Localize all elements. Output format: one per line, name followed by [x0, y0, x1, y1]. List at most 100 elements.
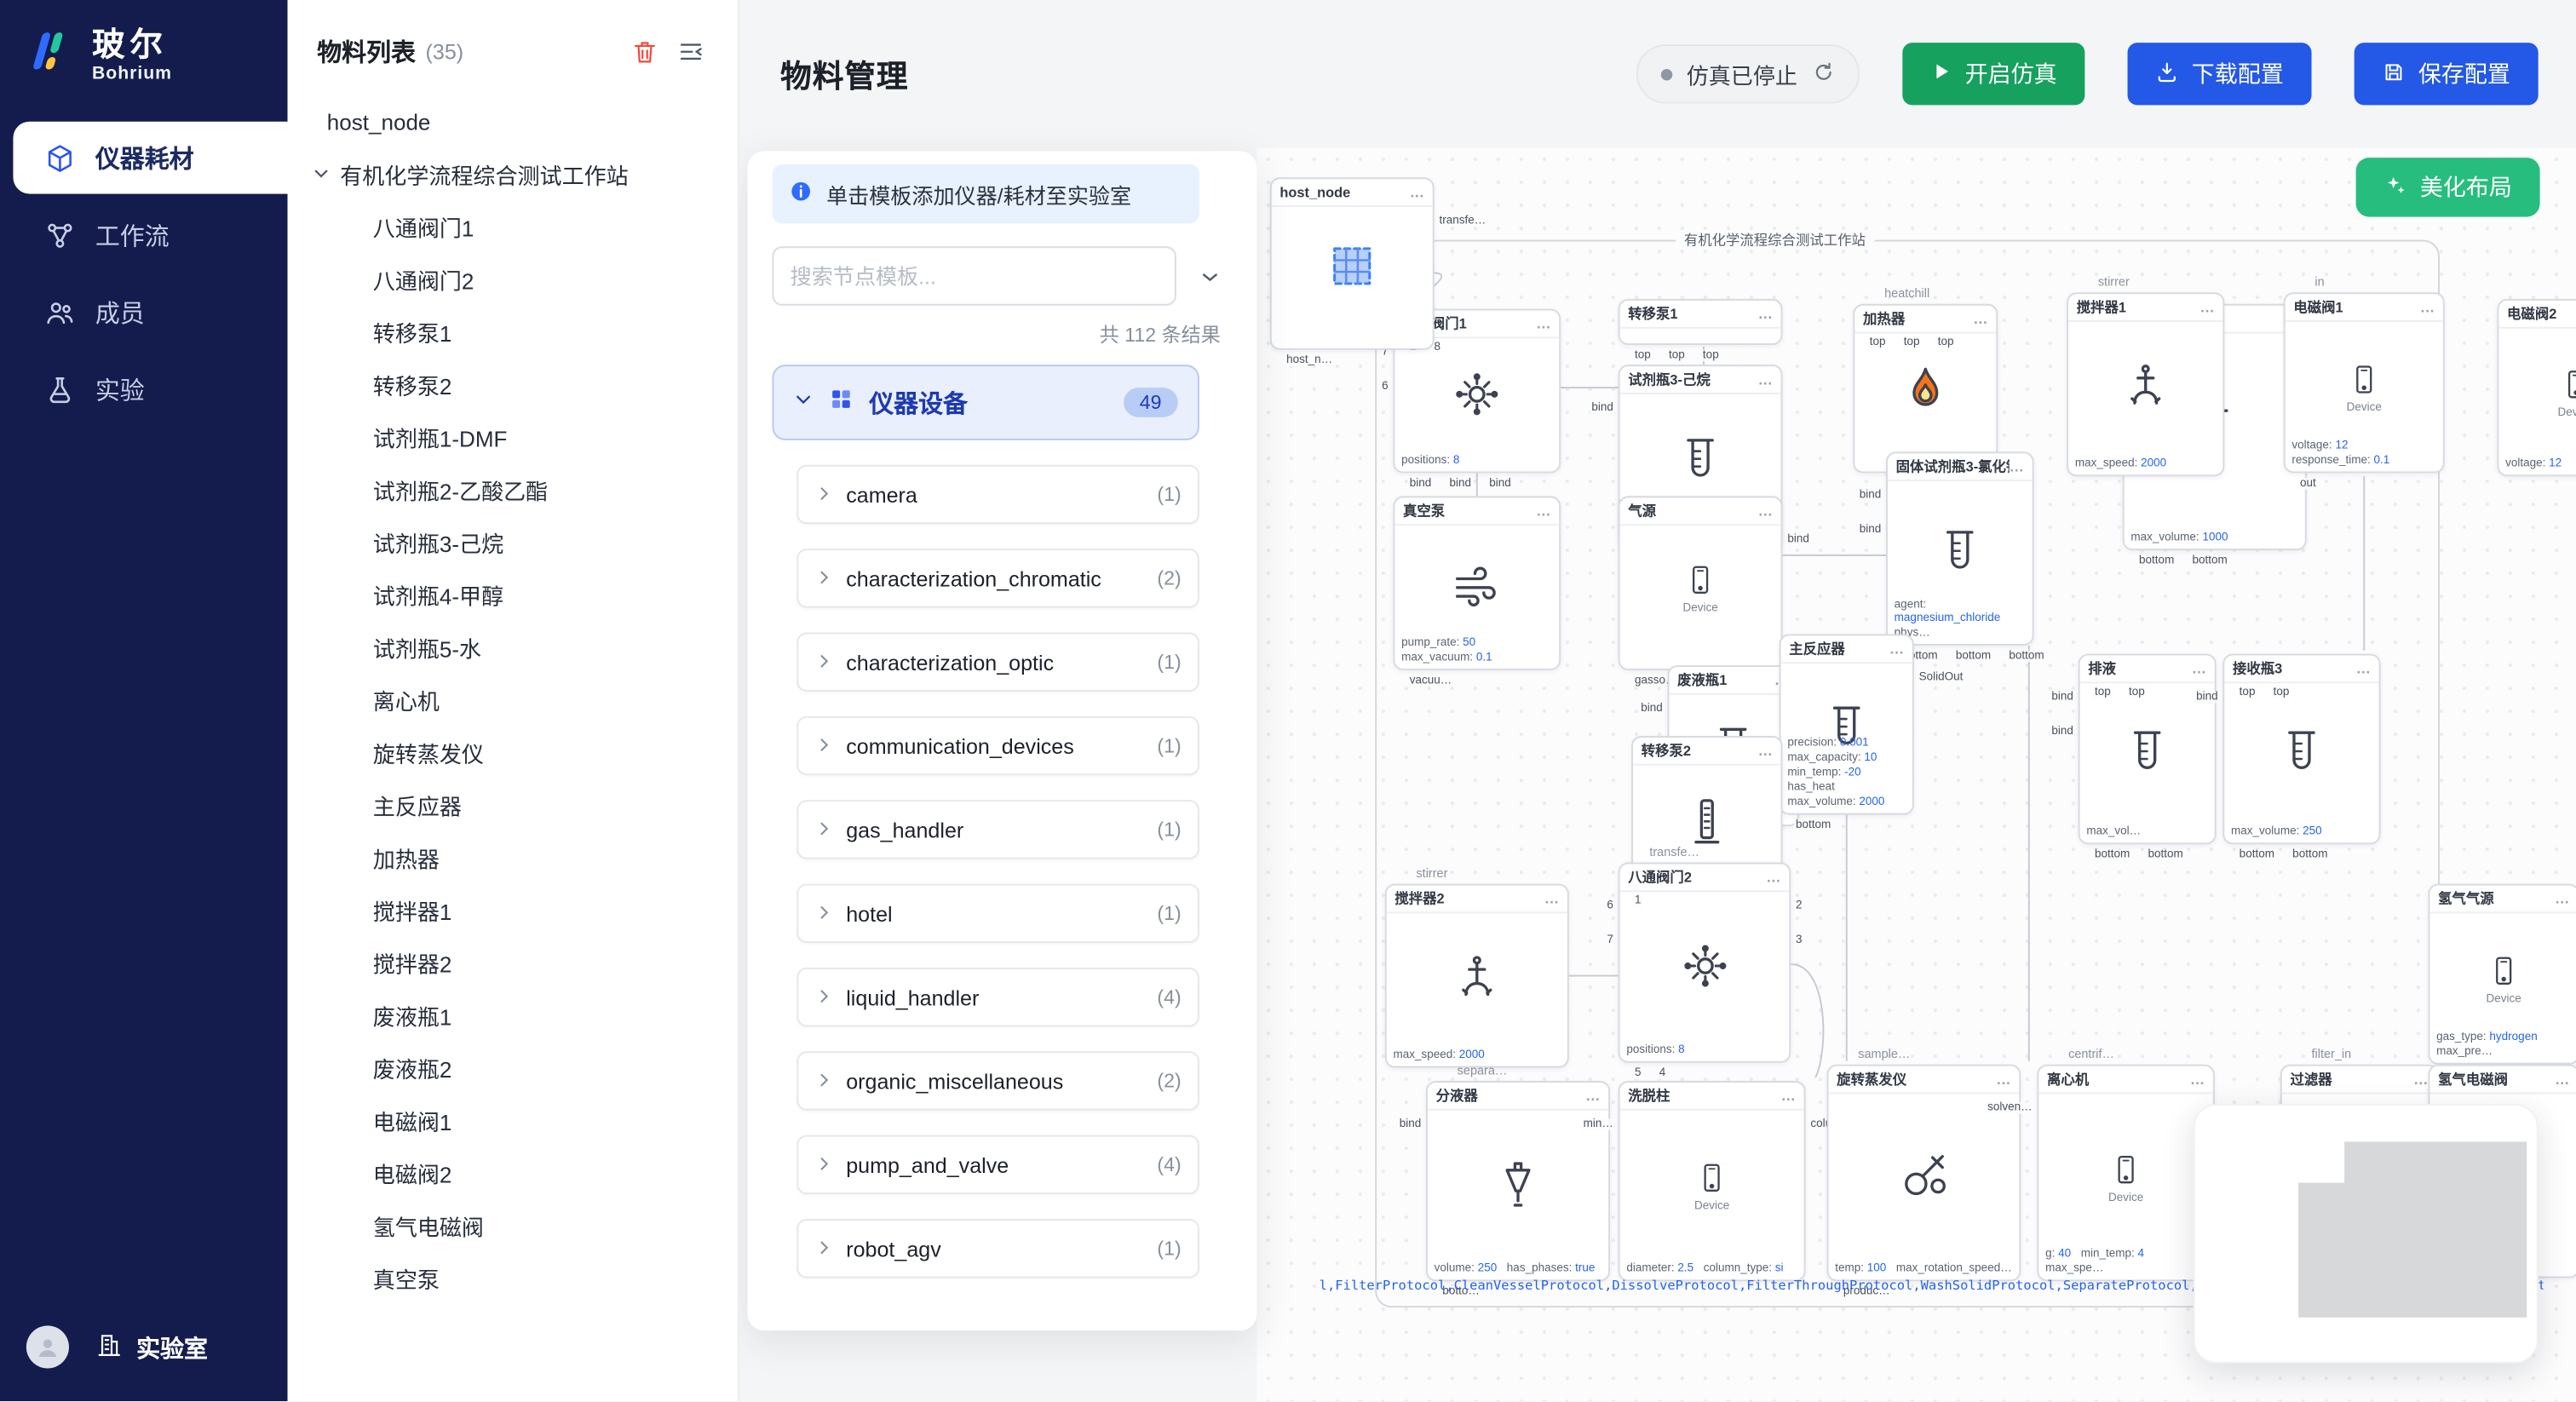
- user-avatar[interactable]: [26, 1325, 70, 1369]
- delete-icon[interactable]: [626, 33, 662, 69]
- node-menu-icon[interactable]: …: [2191, 660, 2207, 677]
- beautify-layout-button[interactable]: 美化布局: [2355, 158, 2540, 217]
- node-menu-icon[interactable]: …: [1889, 641, 1905, 658]
- node-menu-icon[interactable]: …: [1757, 305, 1773, 323]
- category-instruments[interactable]: 仪器设备 49: [772, 365, 1199, 440]
- node-menu-icon[interactable]: …: [1536, 315, 1551, 332]
- minimap[interactable]: [2193, 1104, 2539, 1364]
- node-menu-icon[interactable]: …: [1757, 503, 1773, 520]
- device-icon: Device: [2429, 913, 2576, 1040]
- template-group-characterization_optic[interactable]: characterization_optic(1): [796, 632, 1199, 692]
- start-simulation-button[interactable]: 开启仿真: [1902, 43, 2085, 106]
- tree-item[interactable]: 试剂瓶5-水: [288, 621, 738, 674]
- port-labels-b: produc…: [1841, 1286, 1892, 1298]
- sidebar-item-experiment[interactable]: 实验: [13, 353, 287, 426]
- template-search-input[interactable]: [772, 246, 1176, 306]
- template-group-communication_devices[interactable]: communication_devices(1): [796, 715, 1199, 776]
- node-menu-icon[interactable]: …: [1544, 890, 1560, 907]
- tree-item[interactable]: 八通阀门1: [288, 200, 738, 253]
- node-menu-icon[interactable]: …: [2419, 299, 2435, 316]
- node-menu-icon[interactable]: …: [2355, 660, 2371, 677]
- tree-item[interactable]: 试剂瓶1-DMF: [288, 411, 738, 463]
- template-group-pump_and_valve[interactable]: pump_and_valve(4): [796, 1135, 1199, 1195]
- tree-item[interactable]: 搅拌器1: [288, 884, 738, 937]
- collapse-list-icon[interactable]: [672, 33, 708, 69]
- node-menu-icon[interactable]: …: [2554, 1071, 2570, 1088]
- tree-item[interactable]: 试剂瓶3-己烷: [288, 516, 738, 569]
- sidebar-item-workflow[interactable]: 工作流: [13, 198, 287, 271]
- tree-item[interactable]: 旋转蒸发仪: [288, 726, 738, 779]
- template-group-liquid_handler[interactable]: liquid_handler(4): [796, 967, 1199, 1027]
- template-group-characterization_chromatic[interactable]: characterization_chromatic(2): [796, 549, 1199, 608]
- save-config-button[interactable]: 保存配置: [2354, 43, 2539, 106]
- tree-item[interactable]: 试剂瓶4-甲醇: [288, 568, 738, 621]
- node-menu-icon[interactable]: …: [1766, 869, 1781, 886]
- template-group-gas_handler[interactable]: gas_handler(1): [796, 800, 1199, 859]
- node-menu-icon[interactable]: …: [2554, 890, 2570, 907]
- node-menu-icon[interactable]: …: [2189, 1071, 2205, 1088]
- node-menu-icon[interactable]: …: [2199, 299, 2215, 316]
- template-group-robot_agv[interactable]: robot_agv(1): [796, 1219, 1199, 1278]
- tree-item[interactable]: 废液瓶2: [288, 1042, 738, 1095]
- node-menu-icon[interactable]: …: [1780, 1087, 1796, 1105]
- node-menu-icon[interactable]: …: [1996, 1071, 2011, 1088]
- node-menu-icon[interactable]: …: [1585, 1087, 1601, 1105]
- tree-item[interactable]: 离心机: [288, 674, 738, 727]
- tree-item[interactable]: 废液瓶1: [288, 989, 738, 1042]
- node-menu-icon[interactable]: …: [2413, 1071, 2429, 1088]
- download-config-button[interactable]: 下载配置: [2127, 43, 2312, 106]
- node-menu-icon[interactable]: …: [1536, 503, 1551, 520]
- node-canvas[interactable]: 有机化学流程综合测试工作站 试剂瓶5-水…max_volume: 1000bot…: [1256, 147, 2576, 1402]
- tree-item[interactable]: 氢气电磁阀: [288, 1199, 738, 1252]
- chevron-down-icon[interactable]: [312, 162, 330, 187]
- tree-item[interactable]: 有机化学流程综合测试工作站: [288, 148, 738, 201]
- tree-item[interactable]: 转移泵2: [288, 358, 738, 411]
- tree-item[interactable]: 电磁阀1: [288, 1094, 738, 1146]
- node-menu-icon[interactable]: …: [1757, 371, 1773, 388]
- tree-item[interactable]: 主反应器: [288, 779, 738, 831]
- workflow-icon: [43, 219, 76, 252]
- tree-item-label: 试剂瓶5-水: [372, 637, 482, 663]
- node-menu-icon[interactable]: …: [1973, 310, 1988, 327]
- tree-item[interactable]: host_node: [288, 95, 738, 148]
- node-menu-icon[interactable]: …: [2009, 458, 2025, 475]
- tree-item[interactable]: 转移泵1: [288, 306, 738, 359]
- tree-item[interactable]: 真空泵: [288, 1252, 738, 1305]
- canvas-node[interactable]: host_node…host_n…transfe…: [1269, 177, 1488, 367]
- template-group-organic_miscellaneous[interactable]: organic_miscellaneous(2): [796, 1051, 1199, 1111]
- lab-selector[interactable]: 实验室: [95, 1330, 208, 1365]
- tree-item[interactable]: 八通阀门2: [288, 253, 738, 306]
- simulation-status[interactable]: 仿真已停止: [1635, 44, 1860, 104]
- sidebar-item-instrument[interactable]: 仪器耗材: [13, 121, 288, 194]
- tree-item[interactable]: 加热器: [288, 831, 738, 884]
- sidebar-item-members[interactable]: 成员: [13, 276, 287, 348]
- node-menu-icon[interactable]: …: [1757, 742, 1773, 760]
- collapse-panel-chevron-icon[interactable]: [1191, 258, 1227, 294]
- template-group-hotel[interactable]: hotel(1): [796, 883, 1199, 944]
- template-group-camera[interactable]: camera(1): [796, 464, 1199, 525]
- node-menu-icon[interactable]: …: [1409, 184, 1425, 201]
- tree-item[interactable]: 搅拌器2: [288, 936, 738, 989]
- refresh-icon[interactable]: [1812, 60, 1835, 88]
- tree-item[interactable]: 试剂瓶2-乙酸乙酯: [288, 463, 738, 516]
- tree-item[interactable]: 电磁阀2: [288, 1146, 738, 1199]
